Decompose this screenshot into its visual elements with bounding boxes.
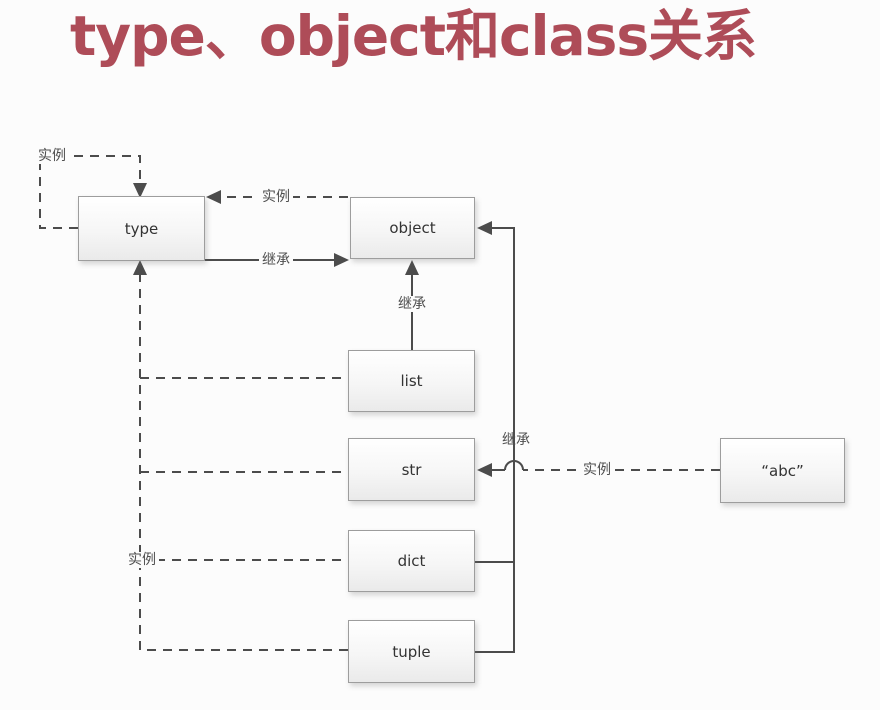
node-str: str [348,438,475,501]
edge-label-type-object-inherit: 继承 [259,252,293,268]
arrowhead-into-object-bottom [405,260,419,275]
edge-label-right-inherit: 继承 [502,432,530,448]
node-tuple: tuple [348,620,475,683]
arrowhead-into-object-right [477,221,492,235]
node-dict: dict [348,530,475,592]
edge-label-list-object-inherit: 继承 [395,296,429,312]
edge-right-inherit-rail [475,227,515,653]
node-list-label: list [400,372,423,390]
node-abc: “abc” [720,438,845,503]
node-str-label: str [401,460,422,479]
arrowhead-into-type-top [133,183,147,198]
node-type-label: type [124,219,159,238]
arrowhead-into-str-right [477,463,492,477]
edge-label-type-self-instance: 实例 [35,148,69,164]
node-object-label: object [389,219,436,237]
arrowhead-into-type-right [206,190,221,204]
page-title: type、object和class关系 [70,4,757,68]
edge-label-object-type-instance: 实例 [259,189,293,205]
edge-label-abc-str-instance: 实例 [580,462,614,478]
edge-left-instance-rail [139,267,348,651]
arrowhead-into-type-bottom [133,260,147,275]
node-type: type [78,196,205,261]
node-object: object [350,197,475,259]
arrowhead-into-object-left [334,253,349,267]
node-list: list [348,350,475,412]
edge-label-left-instance: 实例 [125,552,159,568]
node-dict-label: dict [397,552,426,570]
node-tuple-label: tuple [392,642,431,661]
line-hop-arc [504,460,524,471]
node-abc-label: “abc” [761,461,804,480]
